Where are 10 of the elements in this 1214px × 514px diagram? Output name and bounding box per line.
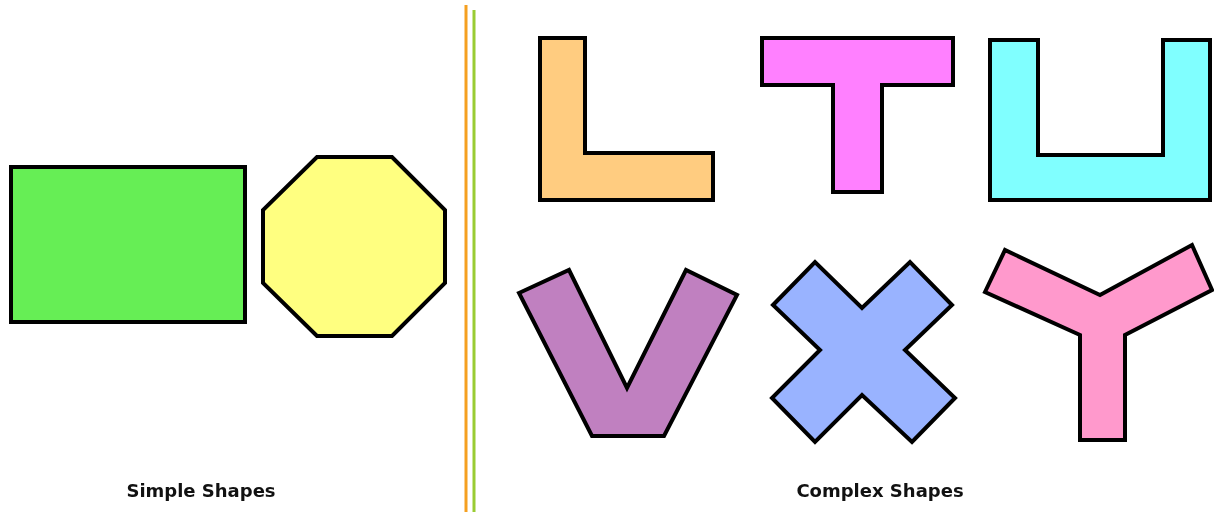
l-shape [538,36,715,202]
section-caption: Simple Shapes [126,480,276,501]
y-shape [982,242,1214,442]
octagon-shape [261,155,447,338]
x-shape [769,259,958,445]
v-shape [516,267,740,438]
u-shape [988,38,1212,202]
t-shape [760,36,955,194]
section-caption: Complex Shapes [796,480,964,501]
rectangle-shape [9,165,247,324]
